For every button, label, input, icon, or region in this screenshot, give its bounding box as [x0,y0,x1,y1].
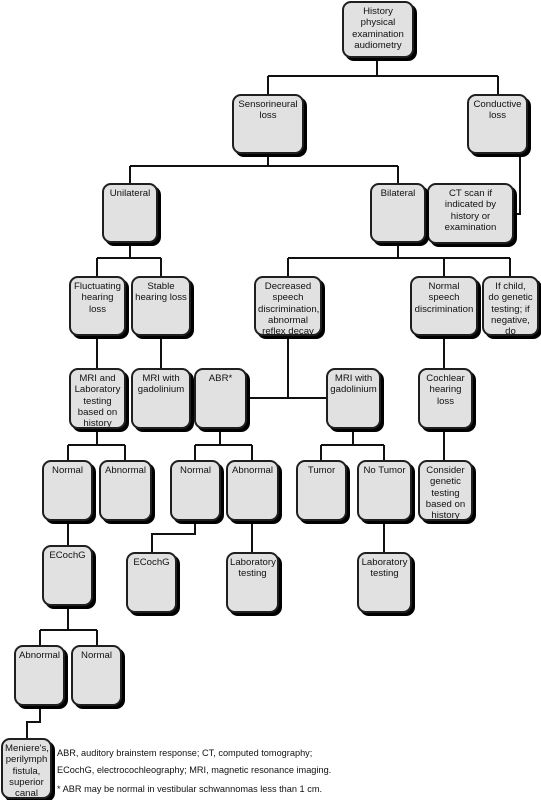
node-ecochg-left: ECochG [42,545,93,606]
node-cochlear-hearing-loss: Cochlear hearing loss [418,368,473,429]
node-tumor: Tumor [296,460,347,521]
node-unilateral: Unilateral [102,183,158,243]
connector-line-37 [151,521,196,552]
node-ecochg-abr-normal: ECochG [126,552,177,613]
node-stable-hearing-loss: Stable hearing loss [131,276,191,336]
footnote-abbreviations-2: ECochG, electrocochleography; MRI, magne… [57,765,332,775]
node-bilateral: Bilateral [370,183,426,243]
node-history-physical-exam: History physical examination audiometry [342,1,414,58]
connector-line-44 [26,706,41,738]
node-laboratory-testing-abr: Laboratory testing [226,552,279,613]
node-decreased-speech-discrimination: Decreased speech discrimination, abnorma… [254,276,322,336]
node-abnormal-after-mri-lab: Abnormal [99,460,152,521]
node-normal-after-mri-lab: Normal [42,460,93,521]
node-abnormal-after-ecochg: Abnormal [14,645,65,706]
node-abnormal-after-abr: Abnormal [226,460,279,521]
node-abr: ABR* [194,368,247,429]
node-fluctuating-hearing-loss: Fluctuating hearing loss [69,276,126,336]
node-mri-and-lab-testing: MRI and Laboratory testing based on hist… [69,368,126,429]
node-normal-after-ecochg: Normal [71,645,122,706]
node-normal-after-abr: Normal [170,460,221,521]
node-if-child-genetic-testing: If child, do genetic testing; if negativ… [482,276,539,336]
footnote-abbreviations-1: ABR, auditory brainstem response; CT, co… [57,748,313,758]
node-ct-scan: CT scan if indicated by history or exami… [427,183,514,244]
node-laboratory-testing-no-tumor: Laboratory testing [357,552,412,613]
node-normal-speech-discrimination: Normal speech discrimination [410,276,478,336]
node-mri-gadolinium-stable: MRI with gadolinium [131,368,191,429]
node-no-tumor: No Tumor [357,460,412,521]
footnote-abr-note: * ABR may be normal in vestibular schwan… [57,784,323,794]
node-sensorineural-loss: Sensorineural loss [232,94,304,154]
connector-line-4 [514,154,521,215]
node-conductive-loss: Conductive loss [467,94,528,154]
node-mri-gadolinium-bilateral: MRI with gadolinium [326,368,381,429]
node-consider-genetic-testing: Consider genetic testing based on histor… [418,460,473,521]
node-menieres-perilymph-fistula: Meniere's, perilymph fistula, superior c… [1,738,52,799]
